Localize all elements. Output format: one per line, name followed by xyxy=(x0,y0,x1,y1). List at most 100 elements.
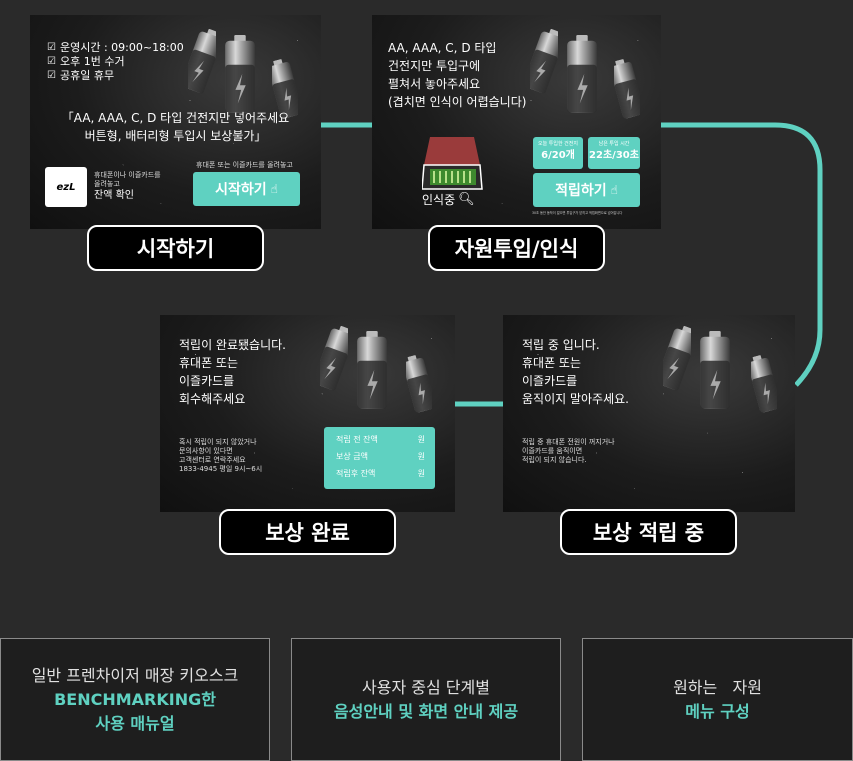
summary-row: 보상 금액 원 xyxy=(336,448,425,465)
battery-icon xyxy=(614,59,640,119)
support-info: 혹시 적립이 되지 않았거나 문의사항이 있다면 고객센터로 연락주세요 183… xyxy=(179,438,262,474)
time-left-box: 남은 투입 시간 22초/30초 xyxy=(588,137,640,169)
search-icon: 🔍︎ xyxy=(458,192,475,207)
summary-label: 보상 금액 xyxy=(336,452,368,461)
battery-icon xyxy=(530,27,558,95)
stage-label-done: 보상 완료 xyxy=(219,509,396,555)
accumulate-button[interactable]: 적립하기 ☝ xyxy=(533,173,640,207)
pickup-text: 오후 1번 수거 xyxy=(59,55,125,68)
start-screen: ☑운영시간 : 09:00~18:00 ☑오후 1번 수거 ☑공휴일 휴무 「A… xyxy=(30,15,321,229)
hand-pointer-icon: ☝ xyxy=(270,182,278,196)
instruction-line: AA, AAA, C, D 타입 xyxy=(388,41,497,55)
accumulating-warning: 적립 중 휴대폰 전원이 꺼지거나 이즐카드를 움직이면 적립이 되지 않습니다… xyxy=(522,438,615,465)
notice-line: 버튼형, 배터리형 투입시 보상불가」 xyxy=(84,129,267,143)
check-icon: ☑ xyxy=(47,56,56,67)
warning-line: 적립이 되지 않습니다. xyxy=(522,456,587,464)
insert-footnote: 30초 동안 동작이 없으면 투입구가 닫히고 적립화면으로 넘어갑니다 xyxy=(532,211,623,215)
hand-pointer-icon: ☝ xyxy=(610,183,618,197)
summary-unit: 원 xyxy=(417,435,425,444)
summary-label: 적립후 잔액 xyxy=(336,469,376,478)
instruction-line: 건전지만 투입구에 xyxy=(388,59,481,73)
stage-label-text: 보상 적립 중 xyxy=(592,521,705,545)
stage-label-accumulating: 보상 적립 중 xyxy=(560,509,737,555)
recognizing-label: 인식중 xyxy=(422,193,456,207)
insertion-tray-icon xyxy=(422,137,483,190)
stage-label-text: 보상 완료 xyxy=(265,521,350,545)
today-label: 오늘 투입한 건전지 xyxy=(538,141,578,147)
stage-label-start: 시작하기 xyxy=(87,225,264,271)
battery-icon xyxy=(751,355,777,413)
today-count-box: 오늘 투입한 건전지 6/20개 xyxy=(533,137,583,169)
check-icon: ☑ xyxy=(47,70,56,81)
support-phone: 1833-4945 평일 9시~6시 xyxy=(179,465,263,473)
ezl-logo: ezL xyxy=(45,167,87,207)
support-line: 문의사항이 있다면 xyxy=(179,447,233,455)
message-line: 회수해주세요 xyxy=(179,392,246,406)
feature-guidance: 사용자 중심 단계별 음성안내 및 화면 안내 제공 xyxy=(291,638,561,761)
balance-hint: 휴대폰이나 이즐카드를 xyxy=(94,171,161,179)
summary-label: 적립 전 잔액 xyxy=(336,435,378,444)
instruction-line: (겹치면 인식이 어렵습니다) xyxy=(388,95,527,109)
stage-label-text: 시작하기 xyxy=(136,237,215,261)
feature-text: 사용자 중심 단계별 xyxy=(362,677,490,697)
summary-row: 적립 전 잔액 원 xyxy=(336,431,425,448)
message-line: 적립 중 입니다. xyxy=(522,338,600,352)
feature-accent: BENCHMARKING한 xyxy=(54,689,216,709)
instruction-line: 펼쳐서 놓아주세요 xyxy=(388,77,481,91)
battery-icon xyxy=(352,331,392,411)
balance-check[interactable]: 휴대폰이나 이즐카드를 올려놓고 잔액 확인 xyxy=(94,171,161,202)
battery-icon xyxy=(220,35,260,115)
notice: 「AA, AAA, C, D 타입 건전지만 넣어주세요 버튼형, 배터리형 투… xyxy=(30,109,321,145)
check-icon: ☑ xyxy=(47,42,56,53)
feature-menu: 원하는 자원 메뉴 구성 xyxy=(582,638,853,761)
start-button[interactable]: 시작하기 ☝ xyxy=(193,172,300,206)
balance-hint: 올려놓고 xyxy=(94,180,120,188)
summary-row: 적립후 잔액 원 xyxy=(336,465,425,482)
warning-line: 이즐카드를 움직이면 xyxy=(522,447,583,455)
accumulating-screen: 적립 중 입니다. 휴대폰 또는 이즐카드를 움직이지 말아주세요. 적립 중 … xyxy=(503,315,795,512)
message-line: 적립이 완료됐습니다. xyxy=(179,338,286,352)
support-line: 고객센터로 연락주세요 xyxy=(179,456,246,464)
battery-icon xyxy=(663,325,691,391)
notice-line: 「AA, AAA, C, D 타입 건전지만 넣어주세요 xyxy=(61,111,290,125)
message-line: 움직이지 말아주세요. xyxy=(522,392,629,406)
feature-accent: 메뉴 구성 xyxy=(685,701,750,721)
summary-unit: 원 xyxy=(417,452,425,461)
battery-icon xyxy=(562,35,602,115)
feature-accent: 음성안내 및 화면 안내 제공 xyxy=(333,701,519,721)
feature-text: 원하는 자원 xyxy=(673,677,762,697)
holiday-text: 공휴일 휴무 xyxy=(59,69,115,82)
stage-label-text: 자원투입/인식 xyxy=(454,237,579,261)
battery-icon xyxy=(188,27,216,95)
accumulate-button-label: 적립하기 xyxy=(555,183,607,199)
recognizing-status: 인식중 🔍︎ xyxy=(422,191,475,208)
done-screen: 적립이 완료됐습니다. 휴대폰 또는 이즐카드를 회수해주세요 혹시 적립이 되… xyxy=(160,315,455,512)
today-value: 6/20개 xyxy=(541,150,575,161)
message-line: 휴대폰 또는 xyxy=(179,356,239,370)
insert-instructions: AA, AAA, C, D 타입 건전지만 투입구에 펼쳐서 놓아주세요 (겹치… xyxy=(388,39,526,111)
start-hint: 휴대폰 또는 이즐카드를 올려놓고 xyxy=(196,161,293,169)
done-message: 적립이 완료됐습니다. 휴대폰 또는 이즐카드를 회수해주세요 xyxy=(179,336,286,408)
message-line: 이즐카드를 xyxy=(522,374,578,388)
warning-line: 적립 중 휴대폰 전원이 꺼지거나 xyxy=(522,438,615,446)
feature-text: 일반 프렌차이저 매장 키오스크 xyxy=(31,665,239,685)
summary-unit: 원 xyxy=(417,469,425,478)
operation-info: ☑운영시간 : 09:00~18:00 ☑오후 1번 수거 ☑공휴일 휴무 xyxy=(47,41,184,83)
hours-text: 운영시간 : 09:00~18:00 xyxy=(59,41,184,54)
message-line: 이즐카드를 xyxy=(179,374,235,388)
accumulating-message: 적립 중 입니다. 휴대폰 또는 이즐카드를 움직이지 말아주세요. xyxy=(522,336,629,408)
battery-icon xyxy=(695,331,735,411)
message-line: 휴대폰 또는 xyxy=(522,356,582,370)
battery-icon xyxy=(406,355,432,413)
feature-accent: 사용 매뉴얼 xyxy=(95,713,175,733)
time-label: 남은 투입 시간 xyxy=(598,141,630,147)
support-line: 혹시 적립이 되지 않았거나 xyxy=(179,438,257,446)
start-button-label: 시작하기 xyxy=(215,182,267,198)
battery-icon xyxy=(320,325,348,391)
stage-label-insert: 자원투입/인식 xyxy=(428,225,605,271)
balance-label: 잔액 확인 xyxy=(94,190,134,201)
insert-screen: AA, AAA, C, D 타입 건전지만 투입구에 펼쳐서 놓아주세요 (겹치… xyxy=(372,15,661,229)
feature-benchmark: 일반 프렌차이저 매장 키오스크 BENCHMARKING한 사용 매뉴얼 xyxy=(0,638,270,761)
